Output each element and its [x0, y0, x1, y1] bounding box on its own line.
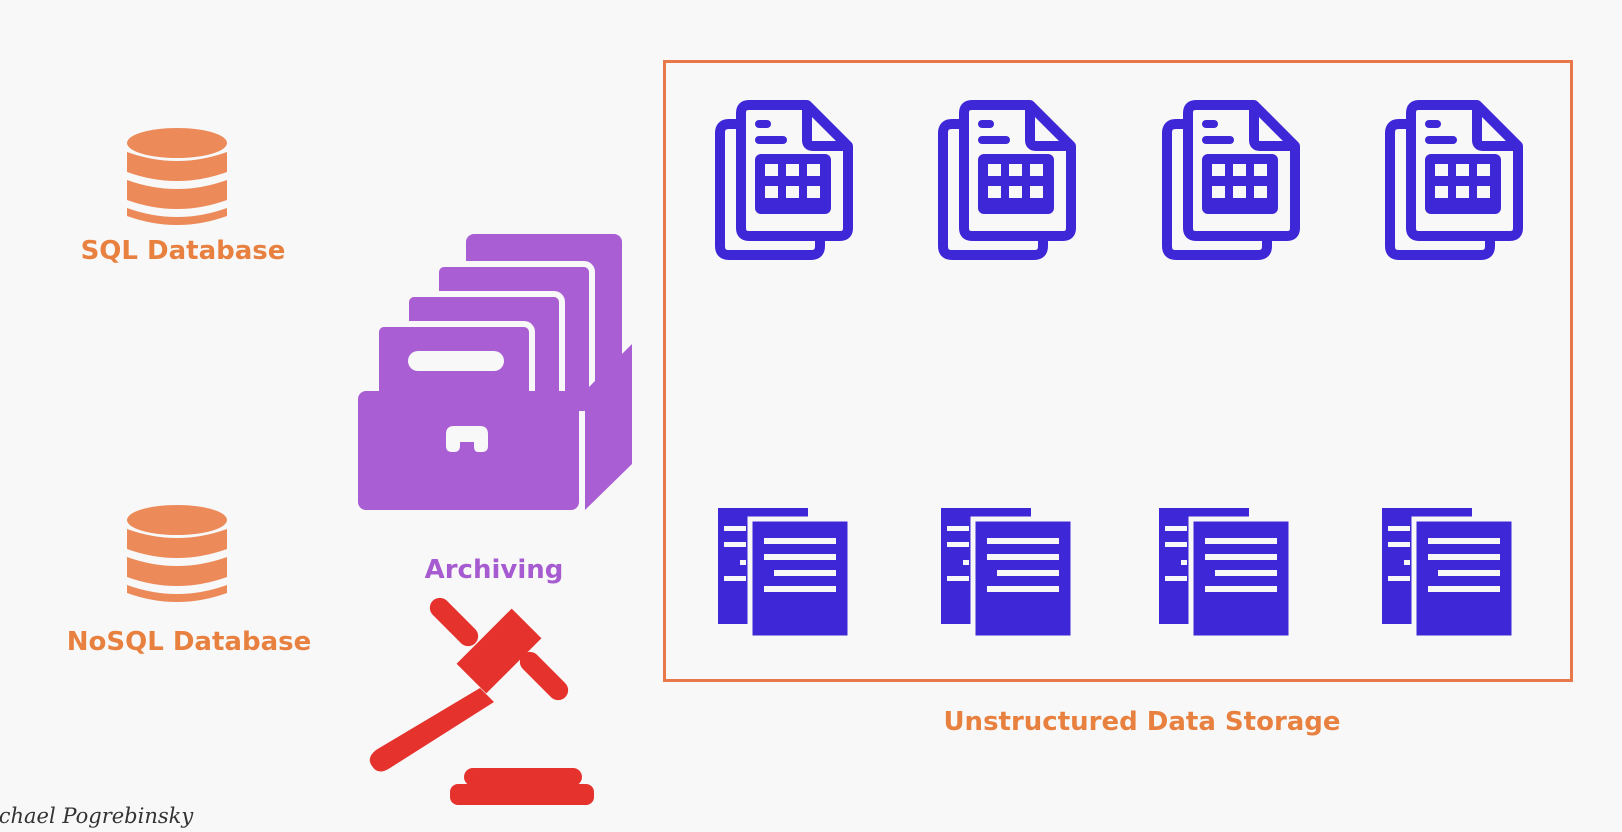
text-document-icon [1382, 508, 1517, 641]
unstructured-data-storage-box [663, 60, 1573, 682]
text-document-icon [1159, 508, 1294, 641]
sql-database-label: SQL Database [80, 236, 286, 266]
spreadsheet-file-icon [715, 100, 853, 260]
author-watermark: ichael Pogrebinsky [0, 804, 194, 828]
text-document-icon [941, 508, 1076, 641]
archiving-label: Archiving [424, 555, 564, 585]
spreadsheet-file-icon [1385, 100, 1523, 260]
nosql-database-icon [127, 505, 227, 607]
spreadsheet-file-icon [938, 100, 1076, 260]
sql-database-icon [127, 128, 227, 230]
gavel-icon [368, 597, 608, 805]
file-drawer-icon [358, 234, 632, 510]
unstructured-data-storage-label: Unstructured Data Storage [943, 707, 1341, 737]
spreadsheet-file-icon [1162, 100, 1300, 260]
text-document-icon [718, 508, 853, 641]
nosql-database-label: NoSQL Database [66, 627, 312, 657]
